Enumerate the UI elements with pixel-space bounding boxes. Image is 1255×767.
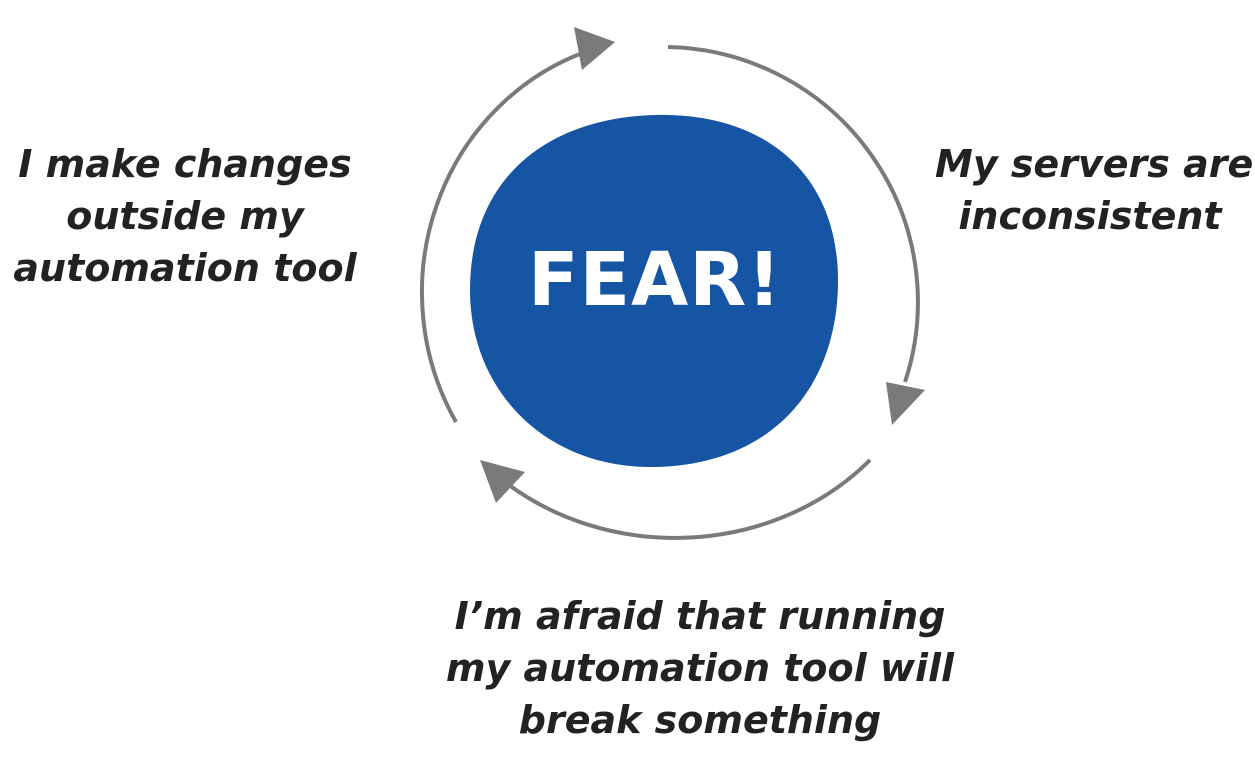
label-line: outside my xyxy=(66,194,304,238)
cycle-arrow-bottom xyxy=(503,458,872,540)
arrowhead-right xyxy=(886,382,925,425)
arrowhead-top xyxy=(574,27,615,70)
label-line: I make changes xyxy=(18,142,352,186)
label-changes-outside-tool: I make changes outside my automation too… xyxy=(10,138,360,294)
fear-label: FEAR! xyxy=(527,237,783,323)
label-line: My servers are xyxy=(935,142,1254,186)
label-line: automation tool xyxy=(13,246,357,290)
fear-circle xyxy=(470,114,839,468)
label-servers-inconsistent: My servers are inconsistent xyxy=(935,138,1254,242)
label-line: break something xyxy=(518,698,882,742)
label-line: inconsistent xyxy=(958,194,1222,238)
label-afraid-running-tool: I’m afraid that running my automation to… xyxy=(440,590,960,746)
arrowhead-bottom-left xyxy=(480,460,525,503)
cycle-arrow-top-right xyxy=(667,45,920,383)
cycle-arrow-left xyxy=(419,50,586,423)
label-line: I’m afraid that running xyxy=(454,594,946,638)
label-line: my automation tool will xyxy=(445,646,955,690)
